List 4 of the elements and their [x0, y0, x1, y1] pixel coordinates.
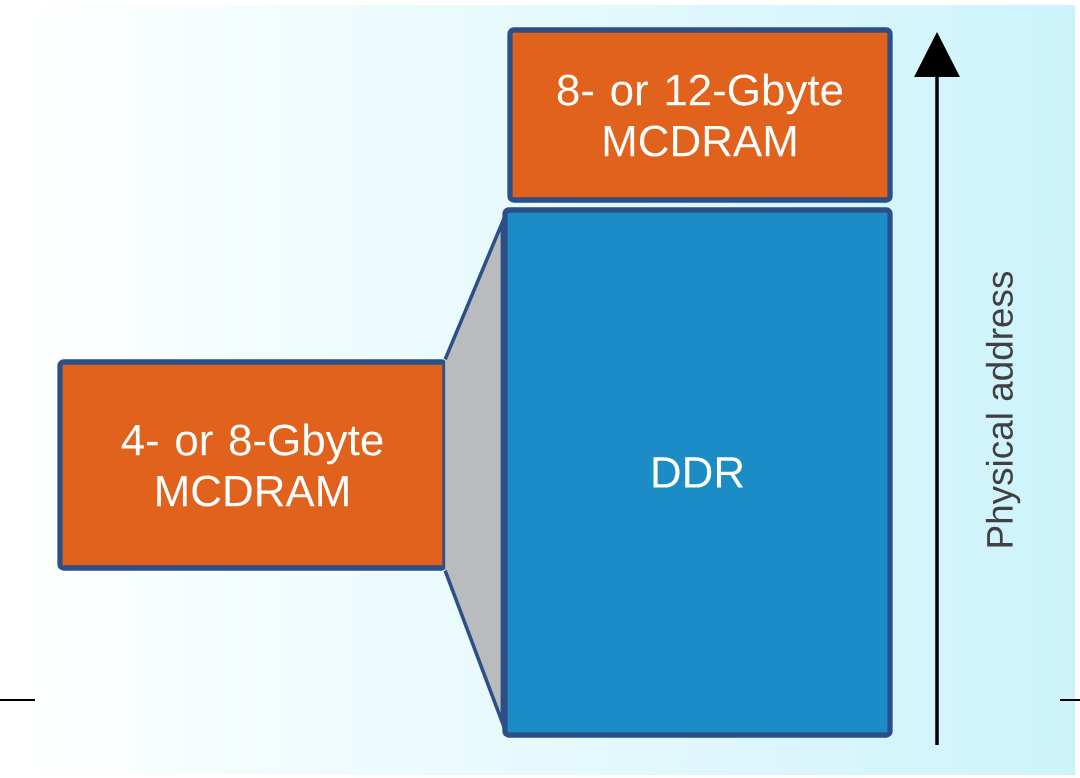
- memory-block: DDR: [502, 207, 893, 738]
- memory-block: 4- or 8-Gbyte MCDRAM: [57, 359, 448, 571]
- memory-block: 8- or 12-Gbyte MCDRAM: [507, 27, 893, 203]
- axis-label: Physical address: [985, 271, 1021, 547]
